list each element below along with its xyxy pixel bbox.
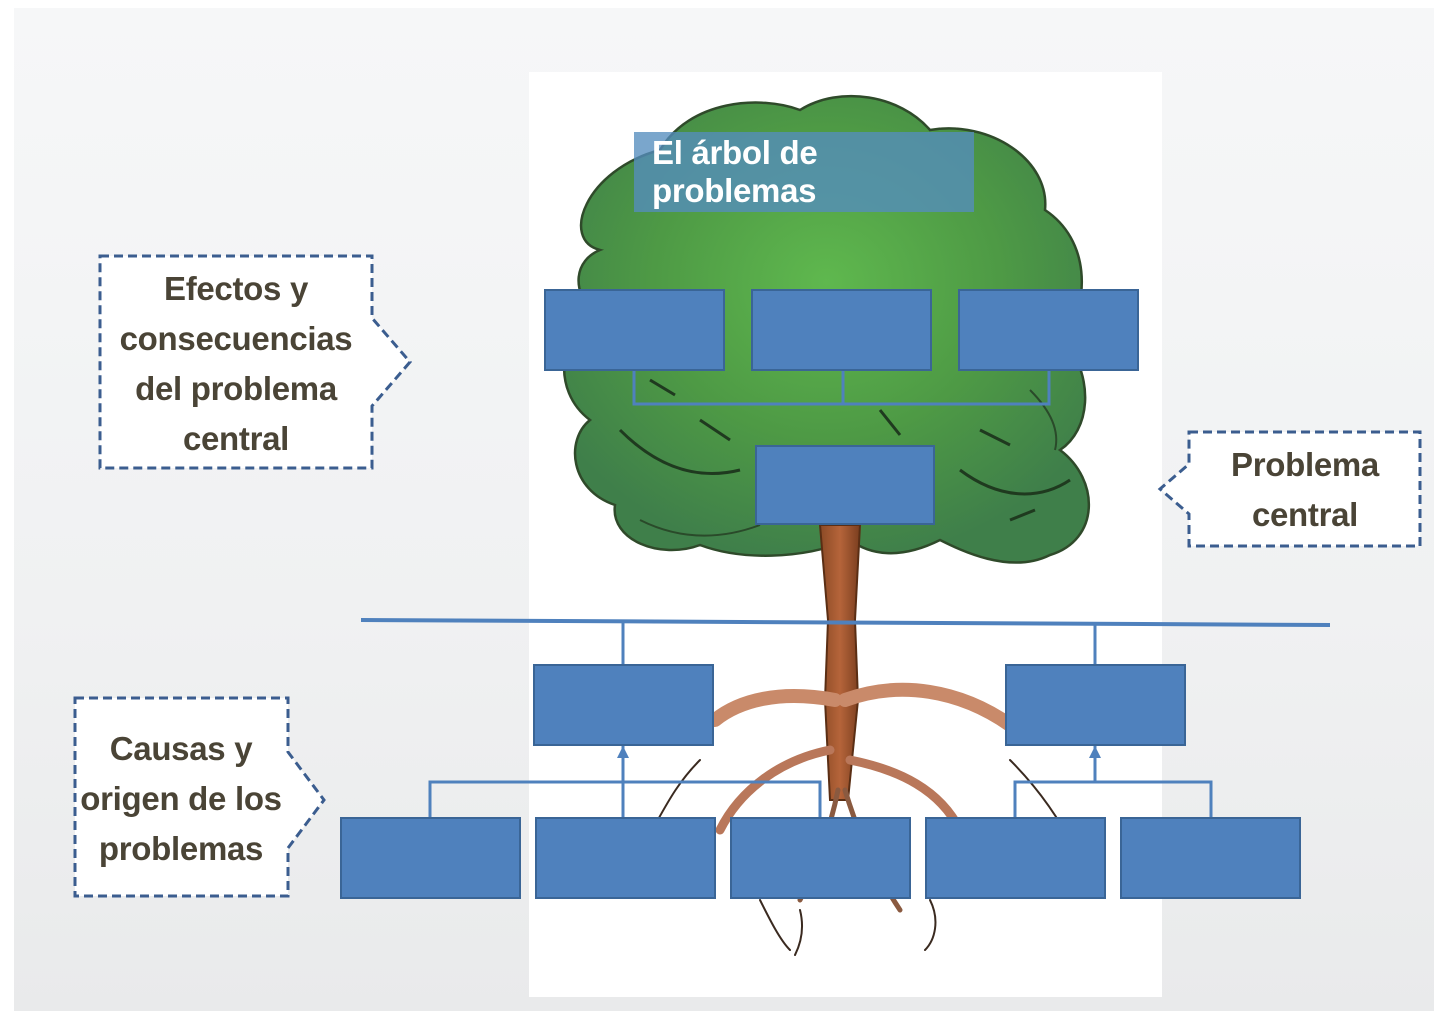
effects-callout-label: Efectos y consecuencias del problema cen… <box>119 270 353 457</box>
effect-box-1[interactable] <box>544 289 725 371</box>
root-cause-box-4[interactable] <box>925 817 1106 899</box>
causes-arrowheads <box>617 746 1101 758</box>
central-problem-box[interactable] <box>755 445 935 525</box>
effect-box-3[interactable] <box>958 289 1139 371</box>
root-cause-box-5[interactable] <box>1120 817 1301 899</box>
direct-cause-box-2[interactable] <box>1005 664 1186 746</box>
direct-cause-box-1[interactable] <box>533 664 714 746</box>
root-cause-box-3[interactable] <box>730 817 911 899</box>
central-callout-frame <box>1157 430 1422 548</box>
root-cause-box-2[interactable] <box>535 817 716 899</box>
central-callout-label: Problema central <box>1231 446 1379 533</box>
diagram-title: El árbol de problemas <box>634 132 974 212</box>
effects-callout-frame <box>98 254 412 470</box>
root-cause-box-1[interactable] <box>340 817 521 899</box>
causes-callout-label: Causas y origen de los problemas <box>80 730 282 867</box>
division-line <box>360 618 1331 627</box>
effect-box-2[interactable] <box>751 289 932 371</box>
effects-connectors <box>632 370 1051 406</box>
causes-callout-frame <box>73 696 326 898</box>
